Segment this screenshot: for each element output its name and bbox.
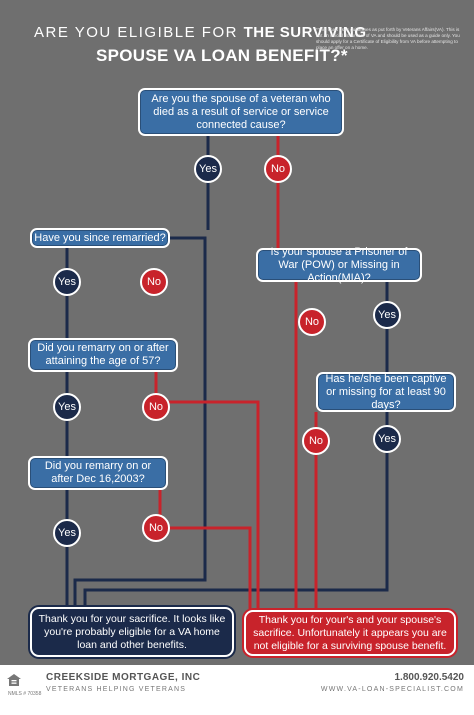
line-q3-no: [154, 372, 260, 610]
answer-no-q1: No: [264, 155, 292, 183]
question-captive-90-days: Has he/she been captive or missing for a…: [316, 372, 456, 412]
answer-yes-q6: Yes: [373, 425, 401, 453]
disclaimer-text: *This chart uses guidelines as put forth…: [316, 27, 460, 50]
company-name: CREEKSIDE MORTGAGE, INC: [46, 672, 201, 683]
line-q6-yes: [83, 412, 389, 607]
phone-number: 1.800.920.5420: [394, 672, 464, 683]
company-tagline: VETERANS HELPING VETERANS: [46, 686, 187, 693]
title-emphasis: THE SURVIVING: [243, 24, 367, 41]
answer-yes-q4: Yes: [53, 519, 81, 547]
result-not-eligible: Thank you for your's and your spouse's s…: [244, 610, 456, 656]
answer-yes-q3: Yes: [53, 393, 81, 421]
answer-no-q5: No: [298, 308, 326, 336]
answer-no-q3: No: [142, 393, 170, 421]
footer-bar: NMLS # 70358 CREEKSIDE MORTGAGE, INC VET…: [0, 665, 474, 715]
equal-housing-icon: [7, 674, 21, 686]
answer-yes-q1: Yes: [194, 155, 222, 183]
question-remarried: Have you since remarried?: [30, 228, 170, 248]
website-url: WWW.VA-LOAN-SPECIALIST.COM: [320, 686, 464, 693]
title-line-1: ARE YOU ELIGIBLE FOR THE SURVIVING: [34, 24, 367, 41]
question-veteran-death: Are you the spouse of a veteran who died…: [138, 88, 344, 136]
question-remarry-age-57: Did you remarry on or after attaining th…: [28, 338, 178, 372]
line-q2-no: [73, 236, 207, 607]
title-line-2: SPOUSE VA LOAN BENEFIT?*: [96, 46, 348, 65]
answer-yes-q2: Yes: [53, 268, 81, 296]
answer-no-q6: No: [302, 427, 330, 455]
question-pow-mia: Is your spouse a Prisoner of War (POW) o…: [256, 246, 422, 284]
nmls-number: NMLS # 70358: [8, 691, 42, 697]
answer-no-q2: No: [140, 268, 168, 296]
result-eligible: Thank you for your sacrifice. It looks l…: [30, 607, 234, 657]
line-q4-no: [158, 480, 252, 610]
answer-no-q4: No: [142, 514, 170, 542]
answer-yes-q5: Yes: [373, 301, 401, 329]
question-remarry-date: Did you remarry on or after Dec 16,2003?: [28, 456, 168, 490]
